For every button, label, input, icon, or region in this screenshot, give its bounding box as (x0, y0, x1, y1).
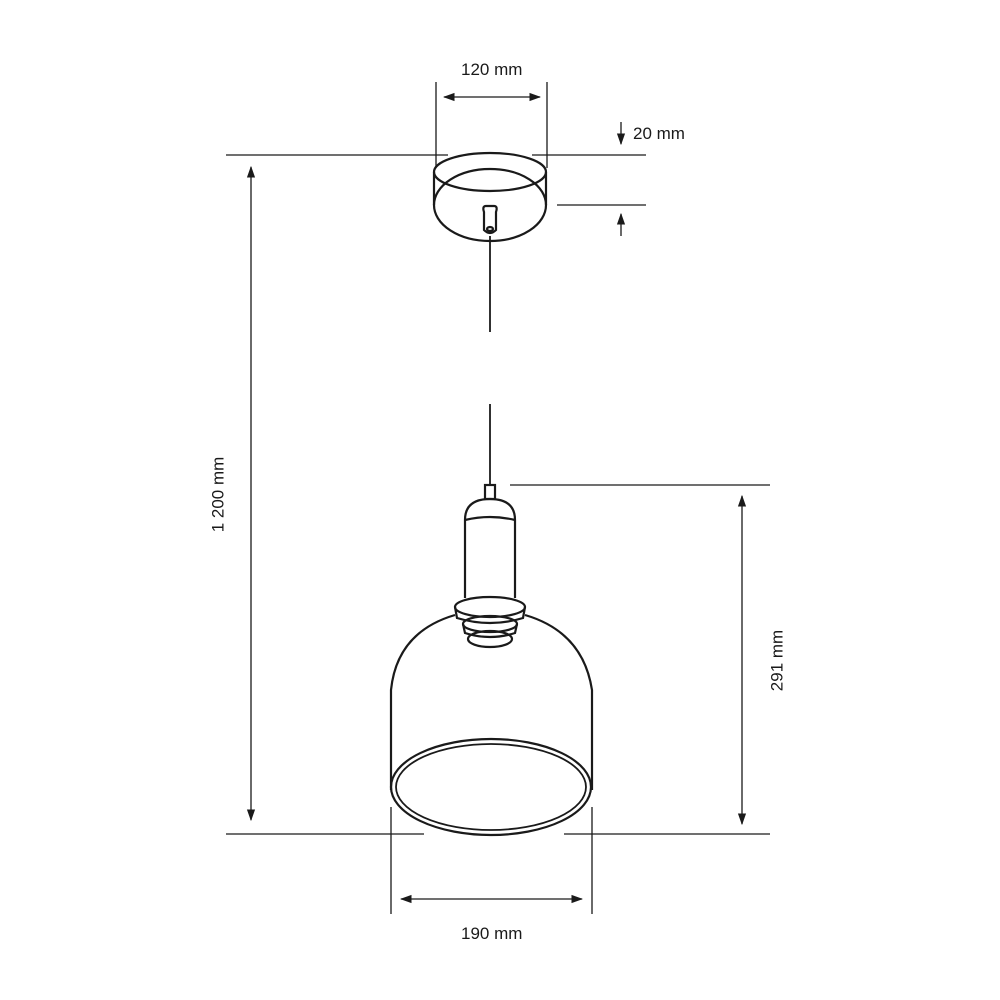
lamp-outline (389, 151, 594, 837)
dimension-lines (226, 82, 770, 914)
shade-height-label: 291 mm (767, 629, 787, 692)
canopy-height-label: 20 mm (633, 124, 685, 143)
glass-shade (389, 613, 594, 837)
canopy-width-label: 120 mm (461, 60, 523, 79)
socket-holder (453, 483, 527, 649)
shade-diameter-label: 190 mm (461, 924, 523, 943)
canopy (432, 151, 548, 243)
total-height-label: 1 200 mm (208, 456, 228, 533)
